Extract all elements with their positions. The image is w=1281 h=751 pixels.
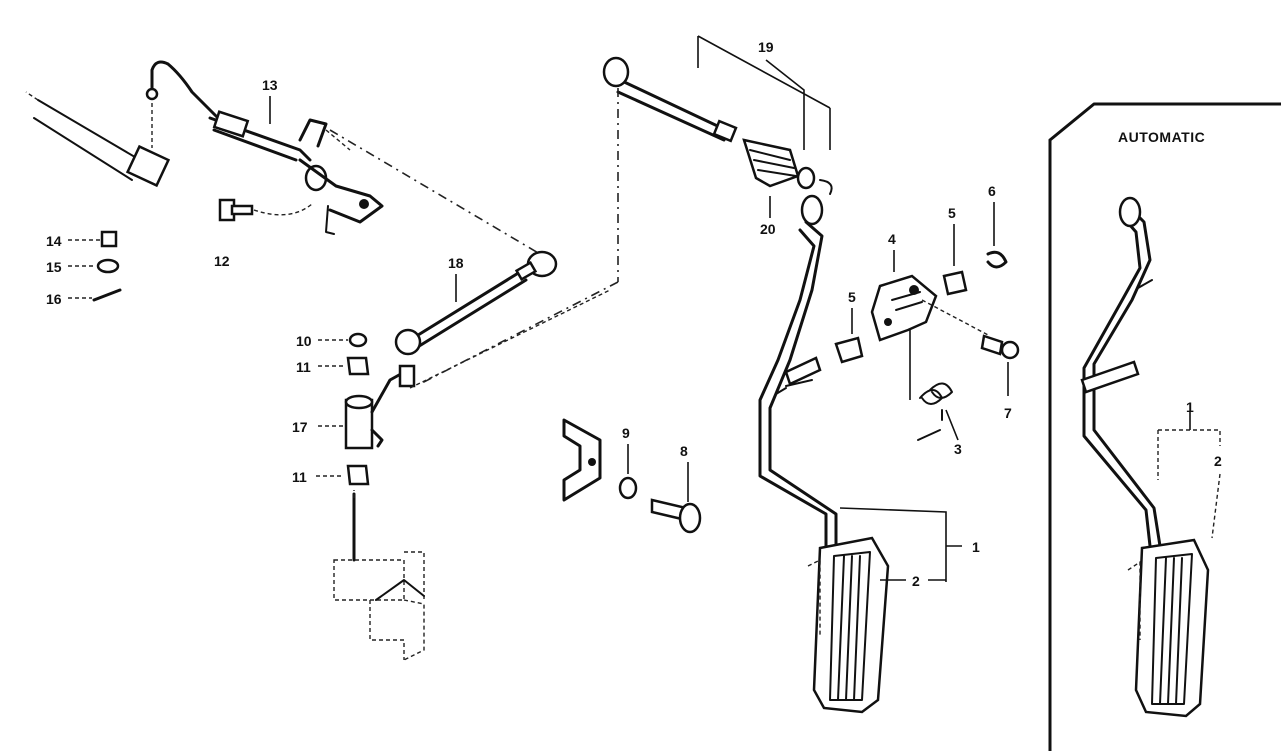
part-12-bolt: 12 <box>214 198 313 269</box>
part-18-rod: 18 <box>394 250 558 356</box>
part-5-bushing-right: 5 <box>942 205 968 296</box>
inset-callout-1: 1 <box>1186 399 1194 415</box>
part-11-nut-upper: 11 <box>296 356 370 376</box>
callout-8: 8 <box>680 443 688 459</box>
callout-5: 5 <box>848 289 856 305</box>
callout-17: 17 <box>292 419 308 435</box>
callout-13: 13 <box>262 77 278 93</box>
part-16-clip: 16 <box>46 288 122 307</box>
part-4-bracket: 4 <box>870 231 991 342</box>
automatic-inset: AUTOMATIC 1 2 <box>1048 102 1281 751</box>
inset-title: AUTOMATIC <box>1118 129 1205 145</box>
pedal-mount-bracket-outline <box>333 490 425 661</box>
callout-9: 9 <box>622 425 630 441</box>
part-19-cable-assembly: 19 <box>419 35 831 385</box>
part-6-clip: 6 <box>986 183 1008 269</box>
part-15-washer: 15 <box>46 258 120 275</box>
callout-14: 14 <box>46 233 62 249</box>
callout-1: 1 <box>972 539 980 555</box>
part-5-bushing-left: 5 <box>834 289 864 364</box>
part-9-nut: 9 <box>618 425 638 500</box>
part-8-bolt: 8 <box>650 443 702 534</box>
callout-18: 18 <box>448 255 464 271</box>
callout-20: 20 <box>760 221 776 237</box>
callout-19: 19 <box>758 39 774 55</box>
callout-4: 4 <box>888 231 896 247</box>
part-14-cap: 14 <box>46 230 118 249</box>
callout-11-lower: 11 <box>292 469 307 485</box>
callout-12: 12 <box>214 253 230 269</box>
part-11-nut-lower: 11 <box>292 464 370 486</box>
part-10-nut: 10 <box>296 332 368 349</box>
callout-1-2-main: 1 2 <box>839 507 980 589</box>
floor-bracket <box>562 418 602 502</box>
callout-5-right: 5 <box>948 205 956 221</box>
callout-10: 10 <box>296 333 312 349</box>
part-3-spring: 3 <box>909 330 962 457</box>
callout-7: 7 <box>1004 405 1012 421</box>
inset-callout-2: 2 <box>1214 453 1222 469</box>
accelerator-cable-13 <box>25 60 384 235</box>
pedal-pivot-pin <box>784 356 822 386</box>
callout-6: 6 <box>988 183 996 199</box>
callout-11: 11 <box>296 359 311 375</box>
callout-15: 15 <box>46 259 62 275</box>
accelerator-pedal-pad <box>807 536 890 714</box>
part-20-boot: 20 <box>742 138 833 237</box>
callout-2: 2 <box>912 573 920 589</box>
callout-3: 3 <box>954 441 962 457</box>
callout-16: 16 <box>46 291 62 307</box>
part-7-bolt: 7 <box>980 334 1020 421</box>
